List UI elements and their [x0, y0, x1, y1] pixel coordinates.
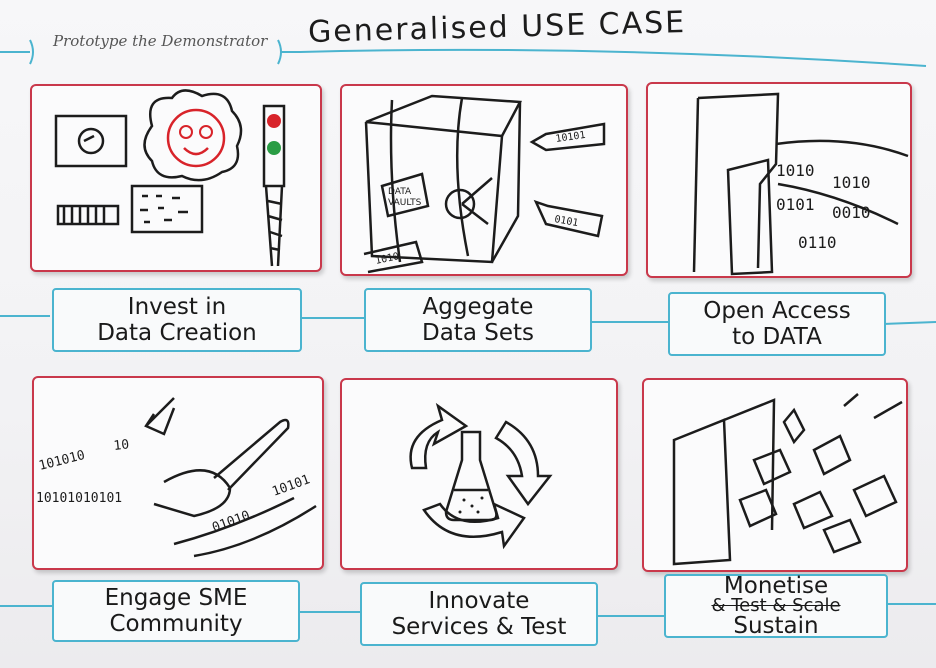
recycle-flask-sketch-icon: [409, 402, 553, 550]
money-vault-sketch-icon: [672, 393, 903, 566]
binary-arc-2: 10: [113, 437, 130, 454]
binary-arc: 101010: [37, 448, 86, 474]
binary-ribbon-1: 01010: [210, 508, 252, 535]
caption-engage-text: Engage SME Community: [104, 585, 248, 637]
caption-monetise: Monetise & Test & Scale Sustain: [664, 574, 888, 638]
binary-ribbon-2: 10101: [270, 472, 312, 499]
caption-sustain-text: Sustain: [733, 613, 819, 639]
caption-monetise-text: Monetise: [723, 573, 829, 599]
paintbrush-binary-sketch-icon: 101010 10 10101010101 01010 10101: [36, 397, 317, 558]
panel-innovate: [340, 378, 618, 570]
data-creation-sketch-icon: [54, 89, 286, 267]
caption-aggregate: Aggegate Data Sets: [364, 288, 592, 352]
caption-aggregate-text: Aggegate Data Sets: [422, 294, 534, 346]
panel-data-creation: [30, 84, 322, 272]
caption-open-access-text: Open Access to DATA: [703, 298, 851, 350]
binary-line-5: 0110: [798, 233, 837, 252]
binary-line-1: 1010: [776, 161, 815, 180]
caption-innovate-text: Innovate Services & Test: [391, 588, 567, 640]
panel-sme-community: 101010 10 10101010101 01010 10101: [32, 376, 324, 570]
binary-line-3: 0101: [776, 195, 815, 214]
header-label: Prototype the Demonstrator: [53, 32, 268, 50]
binary-line-2: 1010: [832, 173, 871, 192]
binary-arrow-3: 1010: [374, 251, 400, 267]
caption-monetise-strike: & Test & Scale: [711, 595, 841, 616]
caption-invest-text: Invest in Data Creation: [97, 294, 257, 346]
caption-innovate: Innovate Services & Test: [360, 582, 598, 646]
open-vault-binary-sketch-icon: 1010 1010 0101 0010 0110: [692, 92, 909, 276]
caption-engage: Engage SME Community: [52, 580, 300, 642]
binary-arrow-2: 0101: [553, 214, 579, 229]
caption-invest: Invest in Data Creation: [52, 288, 302, 352]
panel-monetise: [642, 378, 908, 572]
binary-line-4: 0010: [832, 203, 871, 222]
binary-arrow-1: 10101: [555, 130, 586, 145]
caption-open-access: Open Access to DATA: [668, 292, 886, 356]
binary-row: 10101010101: [36, 491, 122, 506]
panel-open-access: 1010 1010 0101 0010 0110: [646, 82, 912, 278]
